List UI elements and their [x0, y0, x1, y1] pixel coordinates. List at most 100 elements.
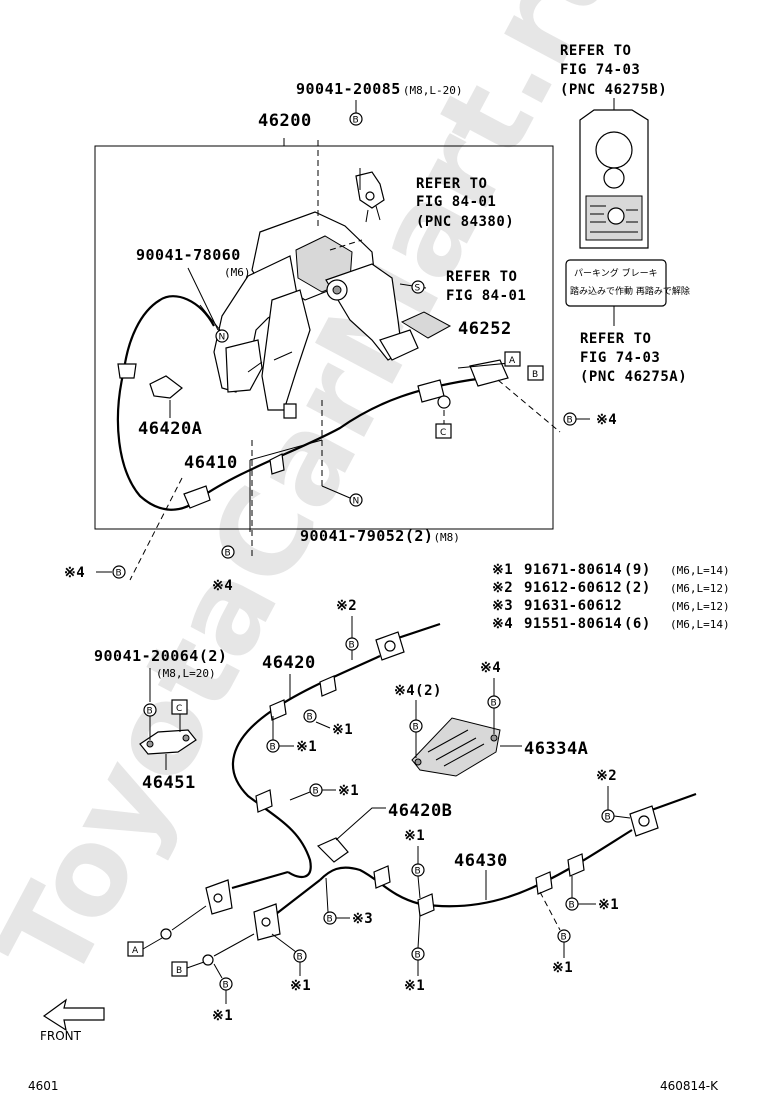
svg-text:91551-80614: 91551-80614: [524, 616, 622, 632]
bolt-letter-b: B: [567, 416, 573, 426]
mark-x2: ※2: [336, 598, 357, 614]
bolt-letter-b: B: [415, 867, 421, 877]
leader-line: [539, 891, 561, 931]
svg-text:(M6,L=14): (M6,L=14): [670, 564, 730, 577]
bolt-letter-b: B: [313, 787, 319, 797]
bolt-letter-b: B: [415, 951, 421, 961]
leader-line: [417, 913, 421, 976]
mark-x1: ※1: [338, 783, 359, 799]
svg-text:91612-60612: 91612-60612: [524, 580, 622, 596]
mark-x1: ※1: [404, 978, 425, 994]
leader-line: [321, 485, 351, 499]
bolt-label-4: 90041-20064(2): [94, 647, 227, 665]
svg-text:(M6,L=12): (M6,L=12): [670, 600, 730, 613]
bolt-spec-4: (M8,L=20): [156, 667, 216, 680]
mark-x4: ※4: [64, 565, 85, 581]
svg-text:(M6,L=14): (M6,L=14): [670, 618, 730, 631]
legend-row: ※1 91671-80614 (9) (M6,L=14): [492, 562, 730, 578]
mark-x1: ※1: [290, 978, 311, 994]
refer-line-1b: FIG 74-03: [560, 62, 640, 78]
label-plate-line-2: 踏み込みで作動 再踏みで解除: [570, 285, 690, 297]
svg-text:(2): (2): [624, 580, 651, 596]
part-label-46451: 46451: [142, 773, 196, 793]
part-label-46252: 46252: [458, 319, 512, 339]
label-plate-46275A: パーキング ブレーキ 踏み込みで作動 再踏みで解除: [565, 259, 690, 307]
mark-x1: ※1: [404, 828, 425, 844]
bolt-letter-b: B: [569, 901, 575, 911]
bolt-letter-b: B: [561, 933, 567, 943]
leader-line: [325, 877, 350, 919]
leader-line: [213, 963, 227, 1004]
leader-line: [497, 379, 561, 433]
mark-x4: ※4: [212, 578, 233, 594]
part-label-46420A: 46420A: [138, 419, 202, 439]
connector-letter-b: B: [176, 966, 182, 976]
stop-lamp-switch-drawing: [355, 168, 385, 223]
mark-x3: ※3: [352, 911, 373, 927]
svg-text:91631-60612: 91631-60612: [524, 598, 622, 614]
bolt-letter-b: B: [349, 641, 355, 651]
part-label-46410: 46410: [184, 453, 238, 473]
mark-x1: ※1: [598, 897, 619, 913]
mark-x1: ※1: [212, 1008, 233, 1024]
cable-46430-drawing: [202, 792, 697, 966]
part-label-46430: 46430: [454, 851, 508, 871]
bolt-letter-b: B: [270, 743, 276, 753]
refer-line-2c: (PNC 84380): [416, 214, 514, 230]
label-plate-line-1: パーキング ブレーキ: [574, 267, 658, 279]
mark-x4-2: ※4(2): [394, 683, 442, 699]
svg-text:※2: ※2: [492, 580, 513, 596]
bolt-letter-b: B: [353, 116, 359, 126]
front-label: FRONT: [40, 1029, 82, 1043]
legend-row: ※2 91612-60612 (2) (M6,L=12): [492, 580, 730, 596]
bracket-46451: [139, 729, 197, 755]
cover-46334A: [411, 717, 501, 777]
refer-line-4c: (PNC 46275A): [580, 369, 687, 385]
connector-letter-b: B: [532, 370, 538, 380]
svg-text:91671-80614: 91671-80614: [524, 562, 622, 578]
leader-line: [417, 846, 421, 899]
mark-x2: ※2: [596, 768, 617, 784]
bolt-letter-b: B: [413, 723, 419, 733]
bolt-letter-s: S: [415, 284, 421, 294]
hang-tag-46275B: [579, 109, 649, 249]
refer-line-1c: (PNC 46275B): [560, 82, 667, 98]
svg-text:※4: ※4: [492, 616, 513, 632]
front-arrow-icon: [42, 998, 105, 1032]
svg-text:※3: ※3: [492, 598, 513, 614]
svg-text:(6): (6): [624, 616, 651, 632]
svg-text:※1: ※1: [492, 562, 513, 578]
part-label-46334A: 46334A: [524, 739, 588, 759]
bolt-letter-b: B: [223, 981, 229, 991]
pedal-assembly-drawing: [213, 211, 419, 419]
mark-x1: ※1: [332, 722, 353, 738]
connector-letter-a: A: [509, 356, 516, 366]
clip-46420B: [316, 837, 349, 863]
leader-line: [186, 961, 205, 969]
svg-text:(9): (9): [624, 562, 651, 578]
legend-row: ※4 91551-80614 (6) (M6,L=14): [492, 616, 730, 632]
connector-letter-c: C: [440, 428, 446, 438]
bolt-letter-b: B: [491, 699, 497, 709]
leader-line: [571, 876, 596, 905]
bolt-label-3: 90041-79052(2)(M8): [300, 527, 460, 545]
bolt-label-1: 90041-20085(M8,L-20): [296, 80, 462, 98]
refer-line-4b: FIG 74-03: [580, 350, 660, 366]
refer-line-3a: REFER TO: [446, 269, 517, 285]
bolt-letter-b: B: [116, 569, 122, 579]
leader-line: [272, 716, 294, 747]
cable-46420-drawing: [160, 622, 441, 940]
leader-line: [199, 304, 221, 331]
leader-line: [129, 477, 183, 581]
refer-line-1a: REFER TO: [560, 43, 631, 59]
cable-46410-drawing: [116, 295, 521, 511]
part-label-46200: 46200: [258, 111, 312, 131]
bolt-letter-b: B: [327, 915, 333, 925]
bolt-letter-b: B: [307, 713, 313, 723]
pedal-pad-46252: [400, 311, 452, 339]
leader-line: [271, 933, 301, 976]
connector-letter-c: C: [176, 704, 182, 714]
mark-x1: ※1: [552, 960, 573, 976]
leader-line: [187, 267, 219, 331]
